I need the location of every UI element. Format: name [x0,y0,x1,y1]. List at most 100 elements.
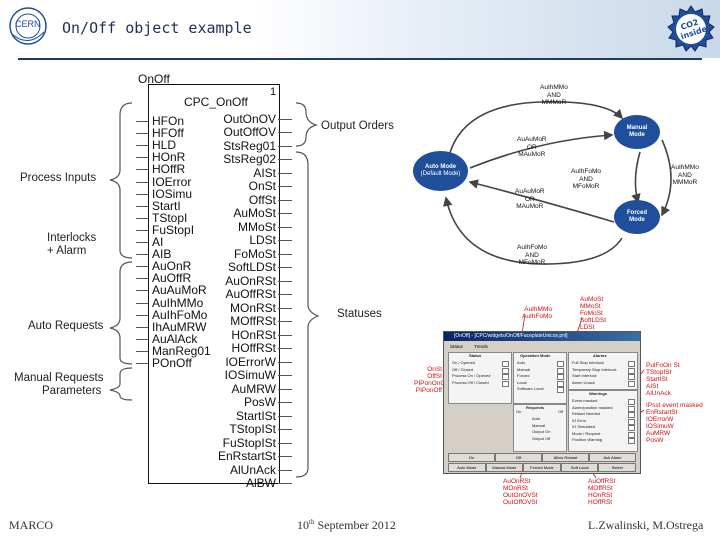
output-pin-label: LDSt [249,233,276,248]
faceplate-button-off[interactable]: Off [495,453,542,462]
annot-tl-1: AuIhFoMo [522,313,552,320]
output-pin-label: StsReg01 [223,138,276,153]
output-pin-stub [278,199,292,201]
annot-br-2: HOnRSt [588,492,613,499]
panel-item-label: IO Simulated [572,424,596,429]
input-pin-stub [136,363,148,364]
transition-top-l2: AND [547,91,561,99]
panel-item-label: Alarm/position masked [572,404,613,410]
annot-bottom-left: AuOnRSt MOnRSt OutOnOVSt OutOffOVSt [503,478,538,506]
faceplate-button-auto-mode[interactable]: Auto Mode [448,463,486,472]
input-pin-stub [136,193,148,195]
panel-item-label: Restart Needed [572,411,601,416]
indicator-box [502,380,509,387]
transition-m2f-l1: AuIhFoMo [571,168,601,175]
indicator-box [628,380,635,387]
output-pin-stub [278,388,292,390]
input-pin-stub [136,314,148,316]
input-pin-stub [136,181,148,183]
faceplate-button-ack-alarm[interactable]: Ack Alarm [589,453,636,462]
cern-logo: CERN [6,4,50,48]
panel-item-label: Output Off [532,435,551,441]
output-pin-stub [278,375,292,377]
output-pin-label: AlBW [246,476,276,490]
faceplate-window: [OnOff] - [CPC/widgets/OnOff/FaceplateUn… [443,331,641,474]
panel-item-label: Process Off / Closed [452,379,489,385]
panel-item-label: Off / Closed [452,366,474,372]
annot-rl-1: EnRstartSt [646,409,678,416]
output-pin-stub [278,415,292,417]
faceplate-button-allow-restart[interactable]: Allow Restart [542,453,589,462]
indicator-box [628,412,635,418]
indicator-box [502,367,509,374]
state-manual-line2: Mode [629,132,645,138]
input-pin-stub [136,338,148,340]
output-pin-label: MMoSt [237,219,276,234]
faceplate-button-soft-local[interactable]: Soft Local [560,463,599,472]
input-pin-stub [136,229,148,231]
label-output-orders: Output Orders [321,120,394,132]
output-pin-stub [278,132,292,134]
input-pin-label: ManReg01 [152,343,211,358]
faceplate-button-manual-mode[interactable]: Manual Mode [485,463,524,472]
transition-bottom: AuIhFoMo AND MFoMoR [517,244,547,267]
label-auto-requests: Auto Requests [28,320,104,332]
output-pin-label: EnRstartSt [217,449,276,464]
panel-item-label: Output On [532,429,551,434]
input-pin-stub [136,133,148,135]
panel-item-label: Alarm Unack [572,379,595,385]
indicator-box [628,431,635,438]
panel-item-label: Position Warning [572,437,603,442]
panel-item-label: Event masked [572,398,598,403]
faceplate-button-select[interactable]: Select [598,463,636,472]
annot-r-0: PulFoOn St [646,362,680,369]
annot-left: OnSt OffSt PIPonOnOff PIPonOff [414,366,449,394]
faceplate-titlebar: [OnOff] - [CPC/widgets/OnOff/FaceplateUn… [444,332,640,341]
panel-item-label: Local [517,379,527,385]
output-pin-stub [278,145,292,147]
output-pin-label: AuMoSt [233,206,276,221]
brace-lines [109,102,320,478]
panel-item-label: Mode / Request [572,430,601,436]
output-pin-stub [278,348,292,350]
transition-right-l1: AuIhMMo [671,164,699,171]
input-pin-stub [136,145,148,147]
requests-item: Auto [532,416,550,423]
requests-col-off: Off [558,409,564,414]
faceplate-title: [OnOff] - [CPC/widgets/OnOff/FaceplateUn… [454,333,568,339]
output-pin-label: OffSt [248,192,276,207]
label-manual-requests: Manual Requests [14,372,104,384]
warnings-item: Mode / Request [572,430,635,438]
mode-heading: Operation Mode [520,353,551,358]
annot-tr-1: MMoSt [580,303,601,310]
alarms-heading: Alarms [593,353,607,358]
faceplate-button-on[interactable]: On [448,453,495,462]
label-interlocks-alarm: + Alarm [47,245,87,257]
annot-l-1: OffSt [427,373,442,380]
output-pin-label: HOnRSt [231,327,276,342]
tab-status[interactable]: Status [450,344,463,349]
input-pin-stub [136,121,148,122]
mode-item: Software Local [517,386,564,393]
label-parameters: Parameters [42,385,102,397]
input-pin-label: AuAuMoR [152,283,207,298]
transition-f2a-l2: OR [524,195,535,203]
panel-item-label: Auto [532,416,541,421]
input-pin-label: AuOnR [152,259,192,274]
tab-trends[interactable]: Trends [474,344,488,349]
faceplate-button-forced-mode[interactable]: Forced Mode [523,463,561,472]
annot-r-3: AISt [646,383,659,390]
annot-right: PulFoOn St TStopISt StartISt AISt AlUnAc… [646,362,680,397]
status-item: Process Off / Closed [452,379,509,387]
panel-item-label: Process On / Opened [452,373,491,378]
footer-date-suffix: th [309,518,315,526]
annot-l-2: PIPonOnOff [414,380,449,387]
input-pin-label: AuIhFoMo [152,307,208,322]
block-instance-number: 1 [270,86,277,98]
state-auto-line1: Auto Mode [425,164,456,170]
annot-br-0: AuOffRSt [588,478,616,485]
brace-statuses [295,151,320,478]
